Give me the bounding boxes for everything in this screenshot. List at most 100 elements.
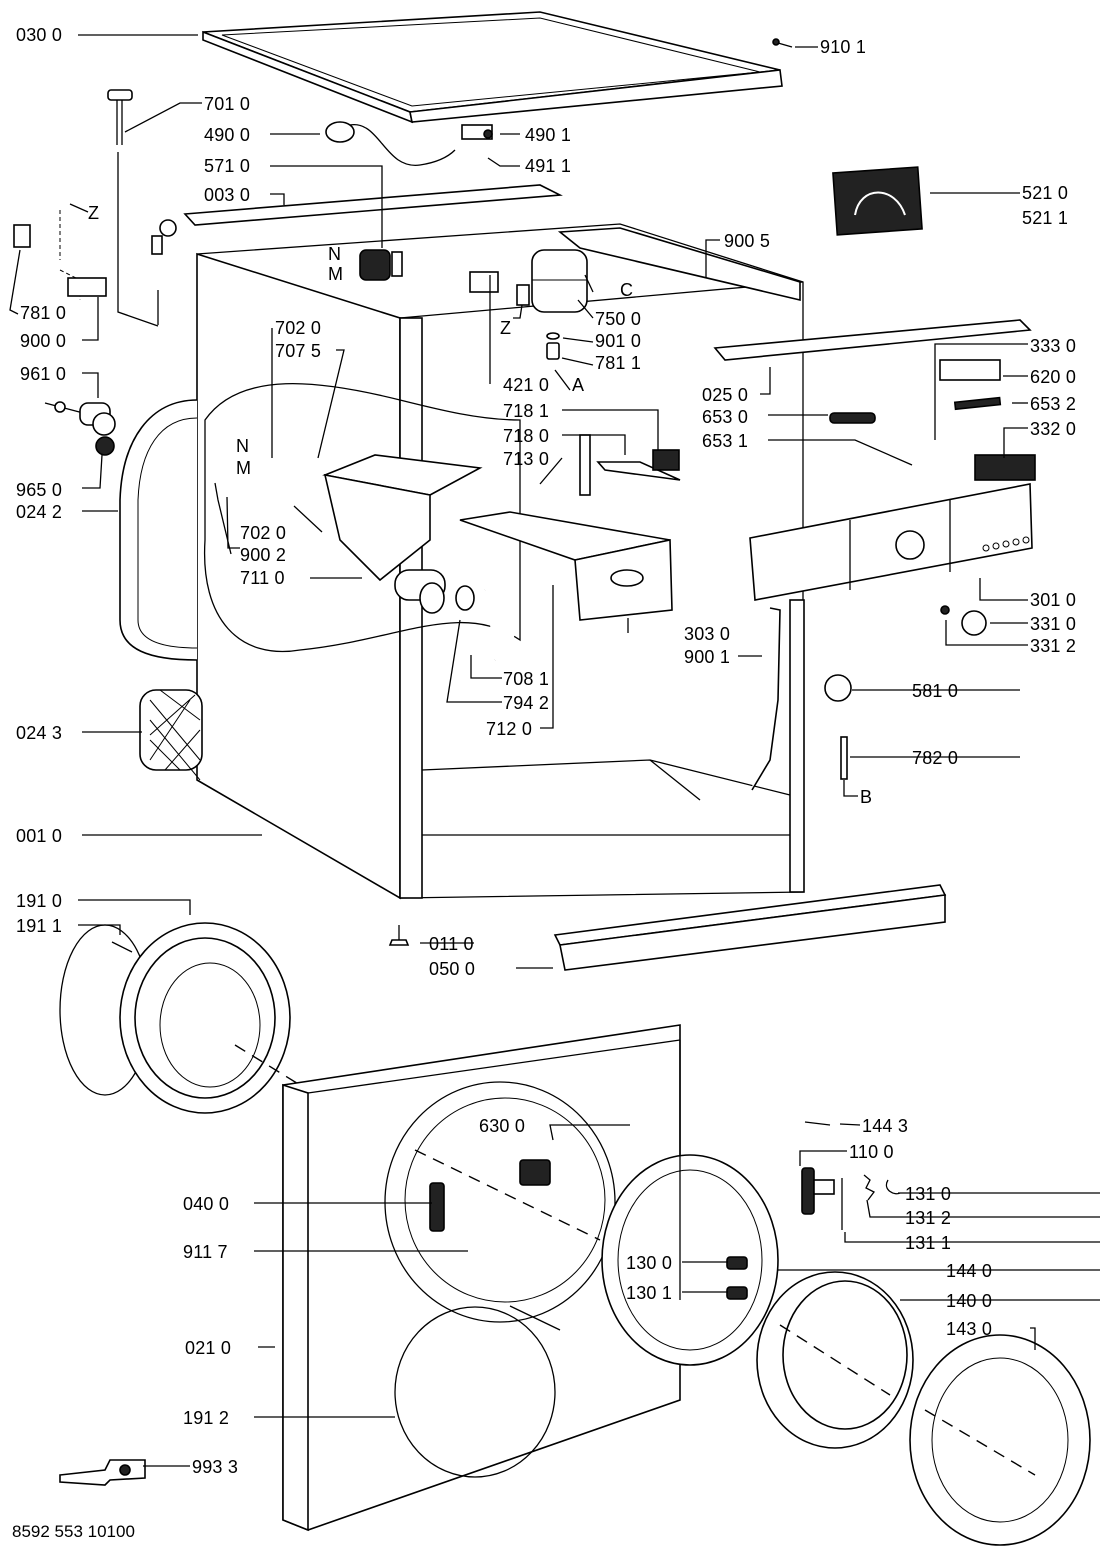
wiring-harness	[751, 607, 781, 791]
part-label: 900 5	[724, 231, 771, 251]
display-board	[939, 359, 1001, 381]
cover-rail	[183, 184, 563, 226]
front-panel	[282, 1024, 681, 1532]
part-label: 581 0	[912, 681, 959, 701]
pressure-switch	[824, 674, 852, 702]
part-label: 332 0	[1030, 419, 1077, 439]
part-label: 521 0	[1022, 183, 1069, 203]
screw-910-1	[772, 38, 793, 48]
leader-lines	[9, 34, 1100, 1467]
part-label: 993 3	[192, 1457, 239, 1477]
rear-gasket-panel	[119, 399, 198, 661]
transit-spanner	[59, 1459, 146, 1486]
part-label: A	[572, 375, 585, 395]
part-label: 331 2	[1030, 636, 1077, 656]
part-label: 911 7	[183, 1242, 228, 1262]
part-label: 711 0	[240, 568, 285, 588]
part-label: 191 2	[183, 1408, 230, 1428]
part-label: 130 1	[626, 1283, 673, 1303]
dispenser-housing	[322, 454, 483, 614]
part-label: 900 1	[684, 647, 731, 667]
part-label: 965 0	[16, 480, 63, 500]
part-label: 490 1	[525, 125, 572, 145]
top-cover	[202, 11, 783, 124]
part-label: 794 2	[503, 693, 550, 713]
axis-line-1	[234, 1044, 301, 1086]
panel-rail	[713, 319, 1032, 361]
part-label: 110 0	[849, 1142, 894, 1162]
part-label: 702 0	[275, 318, 322, 338]
part-label: 491 1	[525, 156, 572, 176]
part-label: 024 3	[16, 723, 63, 743]
light-guide-653-2	[953, 396, 1002, 411]
part-label: 144 0	[946, 1261, 993, 1281]
part-label: 900 0	[20, 331, 67, 351]
drain-hose	[13, 117, 81, 300]
part-label: N	[328, 244, 342, 264]
door-gasket	[59, 922, 291, 1114]
filter-pump	[44, 401, 116, 456]
front-rail	[557, 227, 801, 302]
pressure-tube	[840, 736, 848, 780]
part-label: 301 0	[1030, 590, 1077, 610]
part-label: C	[620, 280, 634, 300]
kick-plate	[553, 884, 947, 971]
part-label: 653 2	[1030, 394, 1077, 414]
light-guide	[829, 412, 876, 424]
part-label: 011 0	[429, 934, 474, 954]
part-label: 781 0	[20, 303, 67, 323]
part-label: 653 1	[702, 431, 749, 451]
part-label: 131 0	[905, 1184, 952, 1204]
part-label: 620 0	[1030, 367, 1077, 387]
adjustable-foot	[388, 925, 410, 946]
inlet-hose	[107, 89, 177, 327]
push-buttons	[974, 454, 1036, 481]
hose-clip	[67, 277, 107, 297]
part-label: 900 2	[240, 545, 287, 565]
control-board	[832, 166, 923, 236]
part-label: 024 2	[16, 502, 63, 522]
drawer-guide	[596, 461, 681, 481]
part-label: 001 0	[16, 826, 63, 846]
part-label: 143 0	[946, 1319, 993, 1339]
part-label: 653 0	[702, 407, 749, 427]
part-label: 131 2	[905, 1208, 952, 1228]
mains-cord	[325, 121, 493, 166]
part-label: 630 0	[479, 1116, 526, 1136]
door-frame-outer	[909, 1334, 1091, 1546]
part-label: 303 0	[684, 624, 731, 644]
part-label: 712 0	[486, 719, 533, 739]
part-label: 421 0	[503, 375, 550, 395]
filter-grille	[139, 689, 203, 781]
part-label: Z	[500, 318, 512, 338]
part-label: 718 0	[503, 426, 550, 446]
part-label: 140 0	[946, 1291, 993, 1311]
part-label: 333 0	[1030, 336, 1077, 356]
spacer-718	[579, 434, 591, 496]
part-label: 030 0	[16, 25, 63, 45]
selector-knob	[961, 610, 987, 636]
suppressor	[469, 271, 499, 293]
pressure-chamber	[531, 249, 588, 360]
part-label: 144 3	[862, 1116, 909, 1136]
part-label: 702 0	[240, 523, 287, 543]
part-label: 521 1	[1022, 208, 1069, 228]
part-label: 571 0	[204, 156, 251, 176]
part-label: Z	[88, 203, 100, 223]
sump-hose	[455, 585, 517, 662]
part-label: 131 1	[905, 1233, 952, 1253]
control-panel	[749, 483, 1033, 601]
part-label: 130 0	[626, 1253, 673, 1273]
inlet-valve	[359, 249, 403, 281]
part-label: B	[860, 787, 873, 807]
part-label: N	[236, 436, 250, 456]
part-label: 910 1	[820, 37, 867, 57]
part-label: 025 0	[702, 385, 749, 405]
door-glass	[756, 1271, 914, 1449]
part-label: 050 0	[429, 959, 476, 979]
part-label: 707 5	[275, 341, 322, 361]
part-label: 781 1	[595, 353, 642, 373]
part-label: 961 0	[20, 364, 67, 384]
part-label: 490 0	[204, 125, 251, 145]
